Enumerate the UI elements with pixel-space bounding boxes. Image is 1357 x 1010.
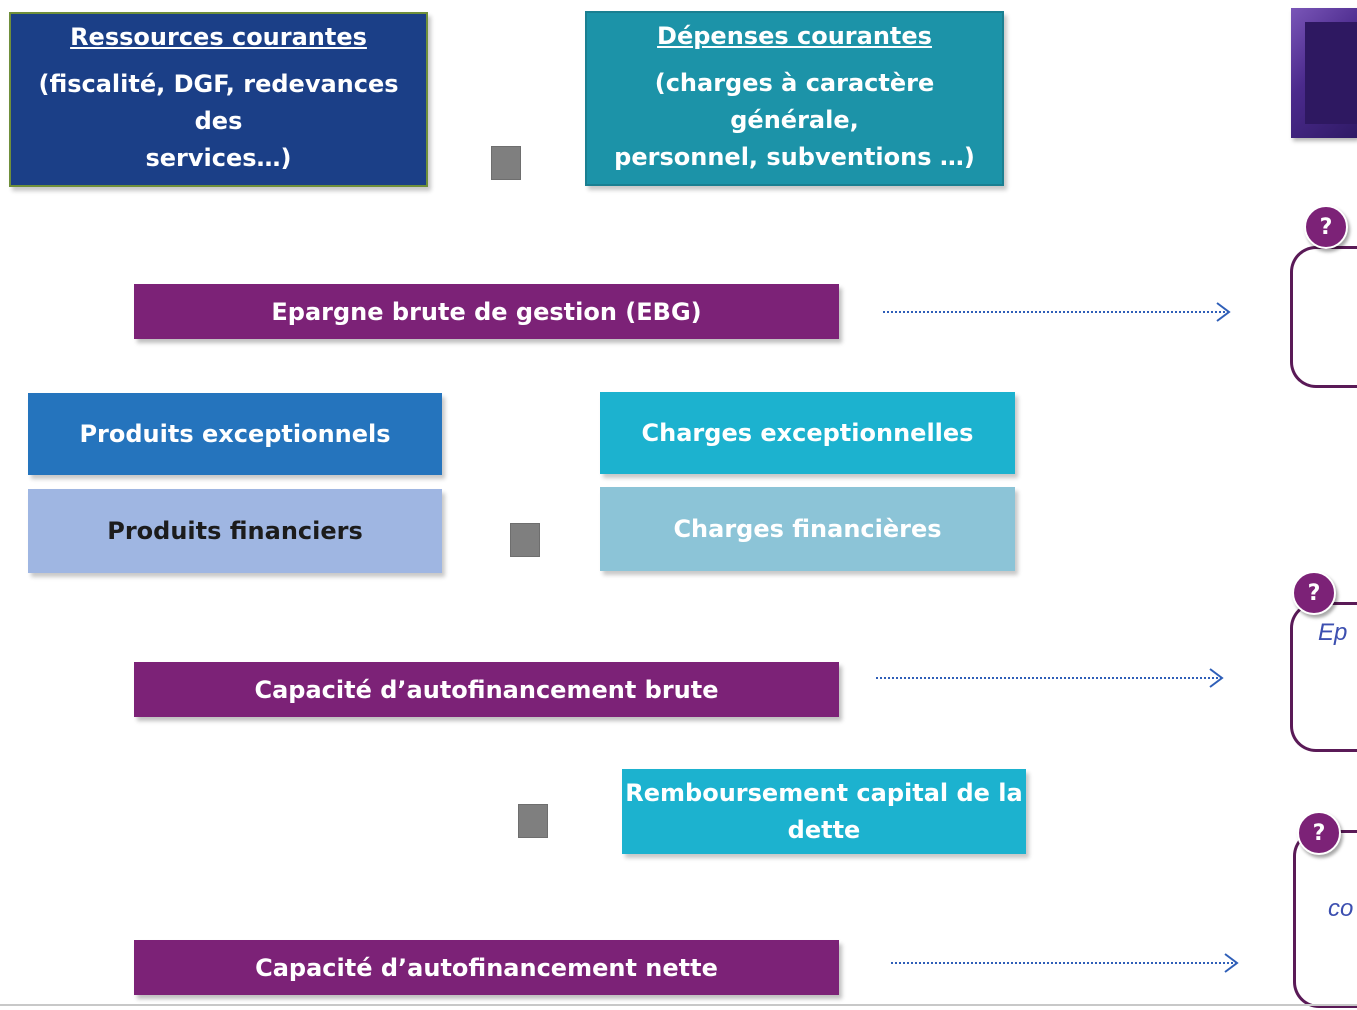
depenses-courantes-box: Dépenses courantes (charges à caractère …: [585, 11, 1004, 186]
info-text-fragment-ep: Ep: [1318, 619, 1348, 646]
arrow-caf-nette: [891, 953, 1239, 973]
minus-operator-1: [491, 146, 521, 180]
arrow-caf-brute: [876, 668, 1224, 688]
produits-exceptionnels-box: Produits exceptionnels: [28, 393, 442, 475]
remboursement-capital-line-1: Remboursement capital de la: [625, 778, 1023, 807]
depenses-courantes-subtitle-1: (charges à caractère générale,: [654, 69, 935, 134]
question-icon-1[interactable]: ?: [1304, 205, 1348, 249]
question-icon-2[interactable]: ?: [1292, 571, 1336, 615]
remboursement-capital-box: Remboursement capital de la dette: [622, 769, 1026, 854]
purple-corner-tile: [1291, 8, 1357, 138]
bottom-divider: [0, 1004, 1357, 1006]
info-text-fragment-co: co: [1328, 895, 1354, 922]
ressources-courantes-subtitle-2: services…): [145, 144, 292, 172]
ebg-bar: Epargne brute de gestion (EBG): [134, 284, 839, 339]
ressources-courantes-box: Ressources courantes (fiscalité, DGF, re…: [9, 12, 428, 187]
minus-operator-2: [510, 523, 540, 557]
charges-financieres-box: Charges financières: [600, 487, 1015, 571]
depenses-courantes-subtitle-2: personnel, subventions …): [614, 143, 975, 171]
arrow-ebg: [883, 302, 1231, 322]
remboursement-capital-line-2: dette: [787, 815, 861, 844]
caf-nette-bar: Capacité d’autofinancement nette: [134, 940, 839, 995]
question-icon-3[interactable]: ?: [1297, 811, 1341, 855]
depenses-courantes-title: Dépenses courantes: [657, 22, 932, 50]
charges-exceptionnelles-box: Charges exceptionnelles: [600, 392, 1015, 474]
info-frame-1: [1290, 246, 1357, 388]
ressources-courantes-subtitle-1: (fiscalité, DGF, redevances des: [38, 70, 399, 135]
minus-operator-3: [518, 804, 548, 838]
ressources-courantes-title: Ressources courantes: [70, 23, 367, 51]
caf-brute-bar: Capacité d’autofinancement brute: [134, 662, 839, 717]
produits-financiers-box: Produits financiers: [28, 489, 442, 573]
